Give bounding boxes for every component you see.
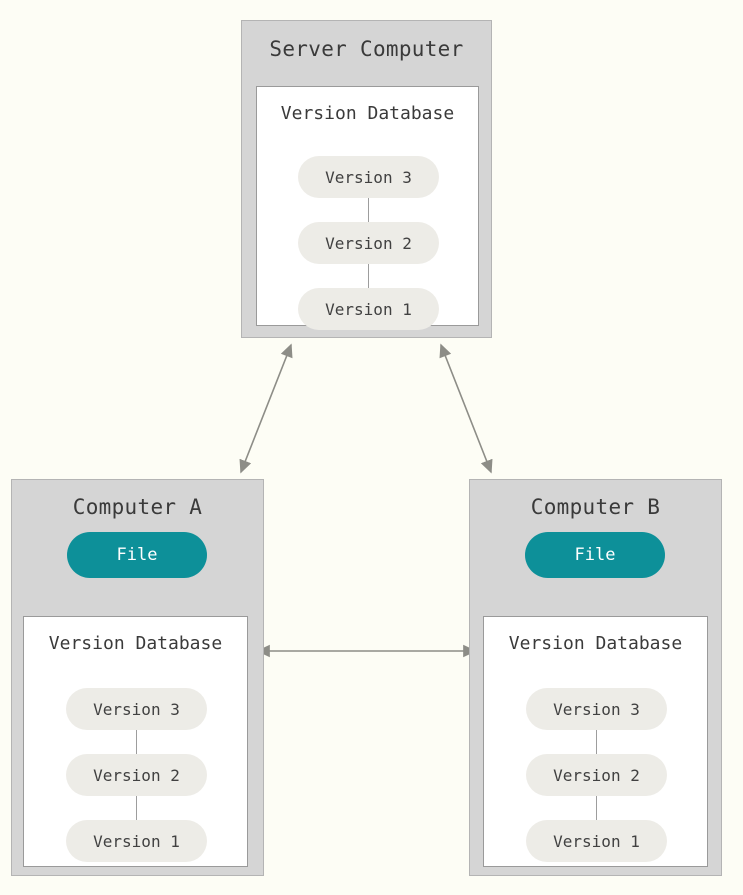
computer-b-version-pill-3[interactable]: Version 3	[526, 688, 667, 730]
computer-b-file-node[interactable]: File	[525, 532, 665, 578]
server-version-database[interactable]: Version Database Version 3 Version 2 Ver…	[256, 86, 479, 330]
server-computer-panel[interactable]: Server Computer Version Database Version…	[241, 20, 492, 338]
computer-b-version-pill-2[interactable]: Version 2	[526, 754, 667, 796]
server-version-link-3-2	[368, 198, 369, 222]
computer-b-version-pill-1[interactable]: Version 1	[526, 820, 667, 862]
computer-b-title: Computer B	[530, 495, 661, 519]
server-version-pill-1[interactable]: Version 1	[298, 288, 439, 330]
computer-a-file-node[interactable]: File	[67, 532, 207, 578]
server-version-pill-2[interactable]: Version 2	[298, 222, 439, 264]
computer-a-version-database-title: Version Database	[48, 633, 223, 654]
arrow-server-computer-b	[439, 343, 493, 474]
computer-b-version-database-title: Version Database	[508, 633, 683, 654]
computer-a-version-database[interactable]: Version Database Version 3 Version 2 Ver…	[23, 616, 248, 867]
server-version-database-title: Version Database	[280, 103, 455, 124]
computer-a-version-link-2-1	[136, 796, 137, 820]
server-version-pill-3[interactable]: Version 3	[298, 156, 439, 198]
server-version-link-2-1	[368, 264, 369, 288]
arrow-server-computer-a	[239, 343, 293, 474]
computer-a-version-pill-1[interactable]: Version 1	[66, 820, 207, 862]
computer-a-version-pill-2[interactable]: Version 2	[66, 754, 207, 796]
computer-b-version-link-3-2	[596, 730, 597, 754]
computer-a-title: Computer A	[72, 495, 203, 519]
server-computer-title: Server Computer	[269, 37, 464, 61]
computer-a-version-pill-3[interactable]: Version 3	[66, 688, 207, 730]
computer-b-version-database[interactable]: Version Database Version 3 Version 2 Ver…	[483, 616, 708, 867]
computer-a-version-link-3-2	[136, 730, 137, 754]
computer-b-version-link-2-1	[596, 796, 597, 820]
